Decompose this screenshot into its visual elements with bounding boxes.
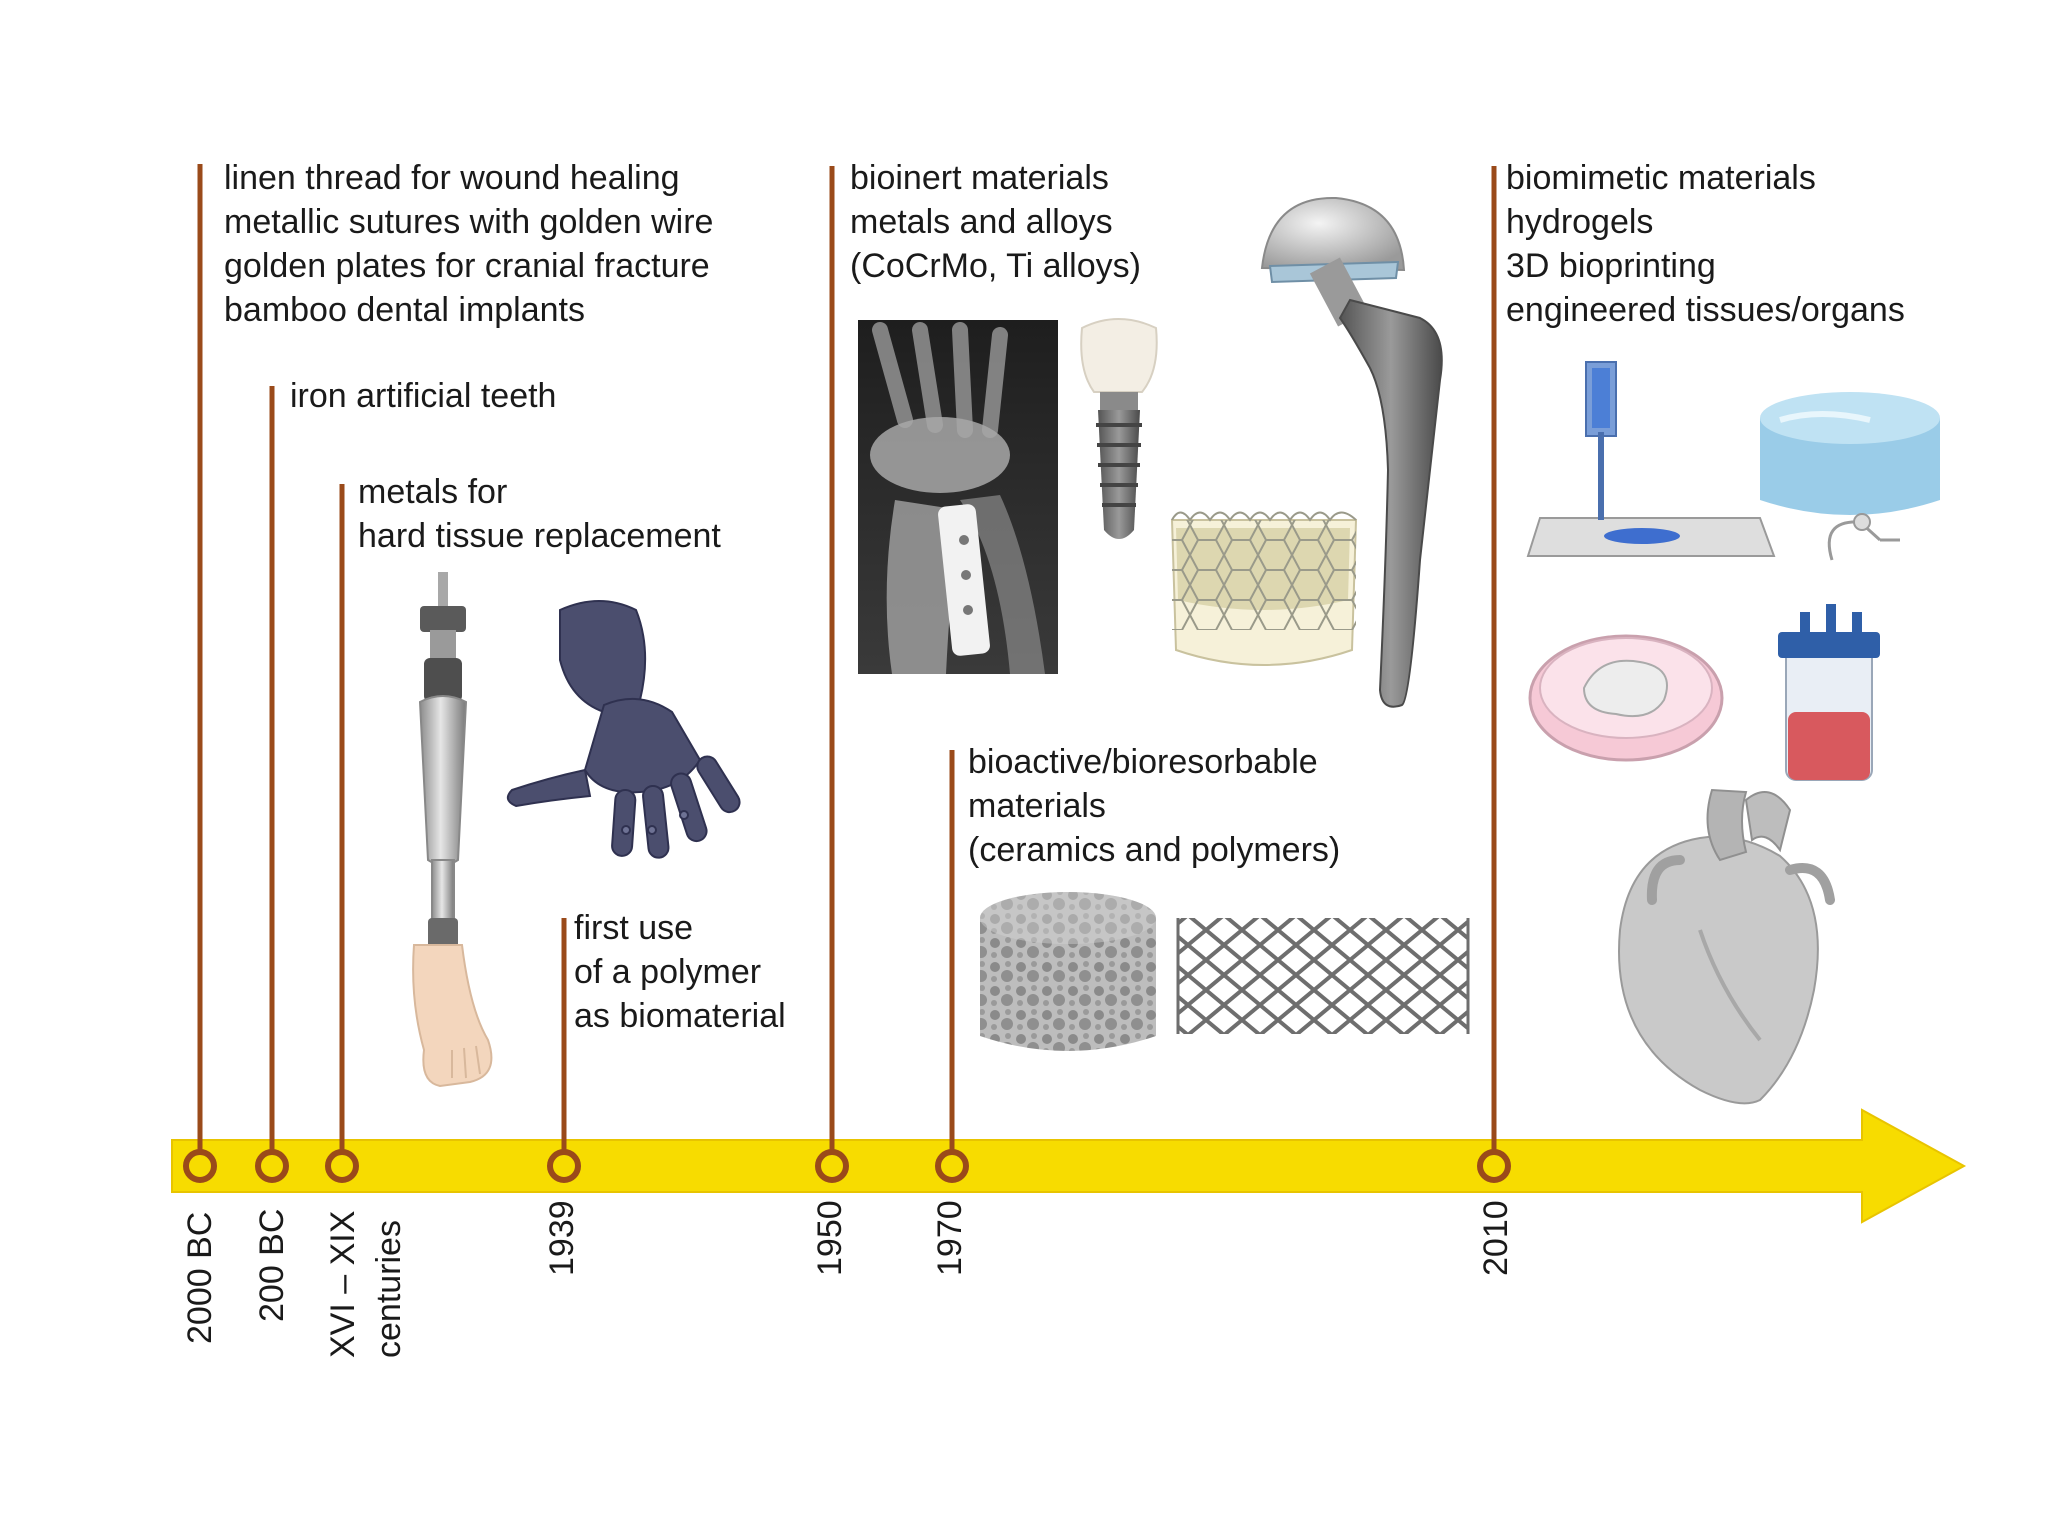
date-label-1939: 1939: [542, 1200, 582, 1276]
date-line: XVI – XIX: [324, 1210, 362, 1358]
event-line: bioinert materials: [850, 159, 1109, 197]
timeline-marker-200bc: [255, 1149, 289, 1183]
timeline-marker-1970: [935, 1149, 969, 1183]
date-label-2000bc: 2000 BC: [180, 1212, 220, 1344]
event-line: metallic sutures with golden wire: [224, 203, 714, 241]
event-line: biomimetic materials: [1506, 159, 1816, 197]
event-2010-text: biomimetic materials hydrogels 3D biopri…: [1506, 156, 1905, 332]
event-line: iron artificial teeth: [290, 377, 557, 415]
timeline-marker-xvi-xix: [325, 1149, 359, 1183]
event-line: bamboo dental implants: [224, 291, 586, 329]
timeline-arrow: [171, 1108, 1967, 1224]
date-label-1970: 1970: [930, 1200, 970, 1276]
prosthetic-hand-icon: [506, 600, 741, 859]
hip-implant-icon: [1260, 196, 1443, 708]
event-line: of a polymer: [574, 953, 762, 991]
event-line: hard tissue replacement: [358, 517, 721, 555]
event-line: metals and alloys: [850, 203, 1113, 241]
date-label-2010: 2010: [1476, 1200, 1516, 1276]
event-line: golden plates for cranial fracture: [224, 247, 710, 285]
date-line: 2000 BC: [181, 1211, 219, 1344]
petri-dish-icon: [1528, 634, 1724, 762]
timeline-marker-1950: [815, 1149, 849, 1183]
date-line: centuries: [370, 1220, 408, 1358]
timeline-marker-2010: [1477, 1149, 1511, 1183]
date-label-xvi-xix: XVI – XIX centuries: [320, 1211, 412, 1358]
date-label-200bc: 200 BC: [252, 1209, 292, 1322]
porous-scaffold-icon: [980, 892, 1156, 1051]
hydrogel-dish-icon: [1760, 392, 1940, 515]
event-line: linen thread for wound healing: [224, 159, 680, 197]
event-xvi-xix-text: metals for hard tissue replacement: [358, 470, 721, 558]
event-line: metals for: [358, 473, 508, 511]
date-line: 1939: [543, 1200, 581, 1276]
event-line: 3D bioprinting: [1506, 247, 1716, 285]
event-1939-text: first use of a polymer as biomaterial: [574, 906, 786, 1038]
event-line: bioactive/bioresorbable: [968, 743, 1318, 781]
bioreactor-icon: [1778, 513, 1900, 781]
timeline-marker-1939: [547, 1149, 581, 1183]
event-2000bc-text: linen thread for wound healing metallic …: [224, 156, 713, 332]
event-200bc-text: iron artificial teeth: [290, 374, 556, 418]
event-line: hydrogels: [1506, 203, 1654, 241]
date-label-1950: 1950: [810, 1200, 850, 1276]
event-line: as biomaterial: [574, 997, 786, 1035]
event-line: materials: [968, 787, 1106, 825]
event-line: first use: [574, 909, 694, 947]
event-1950-text: bioinert materials metals and alloys (Co…: [850, 156, 1141, 288]
event-line: engineered tissues/organs: [1506, 291, 1905, 329]
event-1970-text: bioactive/bioresorbable materials (ceram…: [968, 740, 1340, 872]
date-line: 1970: [931, 1200, 969, 1276]
timeline-marker-2000bc: [183, 1149, 217, 1183]
heart-valve-stent-icon: [1170, 511, 1358, 666]
mesh-stent-icon: [1176, 918, 1470, 1034]
prosthetic-leg-icon: [412, 572, 493, 1088]
bioprinter-icon: [1526, 361, 1776, 557]
date-line: 200 BC: [253, 1208, 291, 1322]
date-line: 2010: [1477, 1200, 1515, 1276]
event-line: (ceramics and polymers): [968, 831, 1341, 869]
heart-icon: [1618, 788, 1835, 1105]
wrist-xray-icon: [858, 320, 1058, 674]
date-line: 1950: [811, 1200, 849, 1276]
event-line: (CoCrMo, Ti alloys): [850, 247, 1141, 285]
dental-implant-icon: [1080, 318, 1158, 539]
